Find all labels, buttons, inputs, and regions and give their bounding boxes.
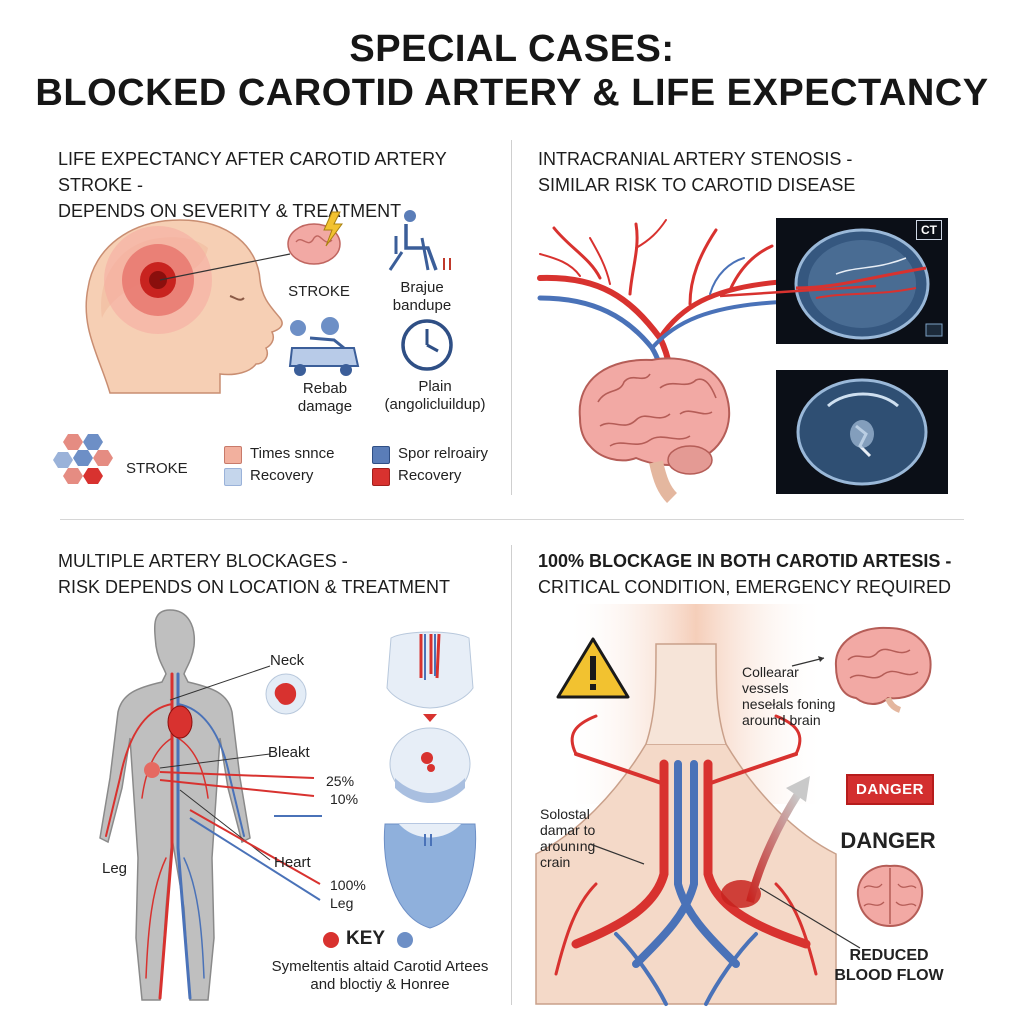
panel3-heading-line2: RISK DEPENDS ON LOCATION & TREATMENT (58, 577, 451, 597)
panel2-heading-line1: INTRACRANIAL ARTERY STENOSIS - (538, 149, 853, 169)
label-pct10: 10% (330, 791, 359, 807)
key-desc-line2: and bloctiy & Honree (310, 976, 450, 993)
neck-blockage-icon (265, 673, 307, 715)
collateral-line2: vessels (742, 680, 789, 696)
panel4-heading: 100% BLOCKAGE IN BOTH CAROTID ARTESIS - … (538, 548, 988, 600)
plain-line2: (angolicluildup) (384, 396, 486, 413)
label-neck: Neck (270, 652, 305, 669)
pointer-line-collateral (791, 656, 825, 667)
stroke-center (149, 271, 167, 289)
blockage-spot-abdomen (144, 762, 160, 778)
legend-swatch-spor (372, 446, 390, 464)
ct-scan-bottom (776, 370, 948, 494)
label-bleakt: Bleakt (268, 744, 310, 761)
damage-line1: Solostal (540, 806, 590, 822)
damage-line2: damar to (540, 822, 596, 838)
icon-label-stroke: STROKE (288, 283, 350, 300)
label-pct25: 25% (326, 773, 355, 789)
neck-carotid-illustration (535, 604, 837, 1006)
ct-label: CT (916, 220, 942, 240)
pointer-line-reduced (759, 887, 861, 949)
page-title-line1: SPECIAL CASES: (349, 28, 675, 70)
heart-shape (167, 705, 193, 739)
label-heart: Heart (274, 854, 311, 871)
pointer-line-stroke (159, 253, 291, 281)
damage-around-brain-label: Solostal damar to arounıng crain (540, 806, 595, 870)
body-label-lines (159, 665, 322, 901)
key-description: Symeltentis altaid Carotid Artees and bl… (240, 958, 520, 994)
warning-icon (556, 637, 630, 699)
collateral-vessels-label: Collearar vessels nesełals foning around… (742, 664, 835, 728)
label-pct100: 100% (330, 877, 366, 893)
panel4-heading-line2: CRITICAL CONDITION, EMERGENCY REQUIRED (538, 577, 952, 597)
brain-icon-bottom (856, 864, 924, 928)
legend-cluster-icon (53, 434, 113, 484)
panel1-heading: LIFE EXPECTANCY AFTER CAROTID ARTERY STR… (58, 146, 508, 224)
legend-swatch-recovery-2 (372, 468, 390, 486)
pointer-line-damage (589, 843, 645, 865)
legend-label-times: Times snnce (250, 445, 335, 462)
brain-shape (578, 357, 731, 466)
wheelchair-icon (388, 210, 451, 271)
panel2-heading: INTRACRANIAL ARTERY STENOSIS - SIMILAR R… (538, 146, 978, 198)
damage-line3: arounıng (540, 838, 596, 854)
icon-label-brain-damage: Brajue bandupe (376, 279, 468, 315)
collateral-line1: Collearar (742, 664, 799, 680)
vertical-divider-top (511, 140, 512, 495)
collateral-line4: around brain (742, 712, 821, 728)
legend-swatch-recovery-1 (224, 468, 242, 486)
reduced-line2: BLOOD FLOW (834, 967, 944, 984)
key-label: KEY (346, 928, 386, 949)
legend-label-recovery-2: Recovery (398, 467, 462, 484)
collateral-line3: nesełals foning (742, 696, 836, 712)
panel3-heading-line1: MULTIPLE ARTERY BLOCKAGES - (58, 551, 348, 571)
blood-flow-arrow (746, 776, 810, 903)
legend-label-recovery-1: Recovery (250, 467, 314, 484)
rehab-icon (288, 317, 360, 376)
vertical-divider-bottom (511, 545, 512, 1005)
key-dot-red (323, 932, 339, 948)
damage-line4: crain (540, 854, 571, 870)
label-leg-right: Leg (330, 895, 354, 911)
legend-label-spor: Spor relroairy (398, 445, 489, 462)
brain-icon-top (834, 626, 932, 713)
legend-cluster-label: STROKE (126, 460, 188, 477)
panel1-heading-line2: DEPENDS ON SEVERITY & TREATMENT (58, 201, 402, 221)
page-title-line2: BLOCKED CAROTID ARTERY & LIFE EXPECTANCY (35, 72, 989, 114)
brain-lightning-icon (287, 211, 343, 265)
danger-text: DANGER (840, 828, 936, 853)
brain-damage-line1: Brajue (400, 279, 444, 296)
head-profile-illustration (85, 219, 283, 394)
brain-damage-line2: bandupe (392, 297, 452, 314)
horizontal-divider (60, 519, 964, 520)
icon-label-rehab: Rebab damage (280, 380, 370, 416)
panel3-heading: MULTIPLE ARTERY BLOCKAGES - RISK DEPENDS… (58, 548, 508, 600)
legend-swatch-times (224, 446, 242, 464)
body-silhouette-illustration (99, 609, 251, 1001)
panel1-heading-line1: LIFE EXPECTANCY AFTER CAROTID ARTERY STR… (58, 149, 447, 195)
clock-icon (401, 319, 453, 371)
key-dot-blue (397, 932, 413, 948)
vessel-cross-sections (383, 631, 477, 929)
key-desc-line1: Symeltentis altaid Carotid Artees (271, 958, 489, 975)
reduced-blood-flow-label: REDUCED BLOOD FLOW (832, 946, 946, 986)
rehab-line1: Rebab (302, 380, 348, 397)
icon-label-plain: Plain (angolicluildup) (370, 378, 500, 414)
pointer-line-ct (719, 284, 877, 298)
plain-line1: Plain (418, 378, 452, 395)
reduced-line1: REDUCED (849, 947, 929, 964)
danger-badge: DANGER (846, 774, 935, 805)
eye-line (229, 295, 245, 301)
intracranial-arteries-illustration (537, 219, 783, 503)
panel2-heading-line2: SIMILAR RISK TO CAROTID DISEASE (538, 175, 856, 195)
panel4-heading-line1: 100% BLOCKAGE IN BOTH CAROTID ARTESIS - (538, 551, 952, 571)
label-leg-left: Leg (102, 860, 128, 877)
rehab-line2: damage (297, 398, 353, 415)
